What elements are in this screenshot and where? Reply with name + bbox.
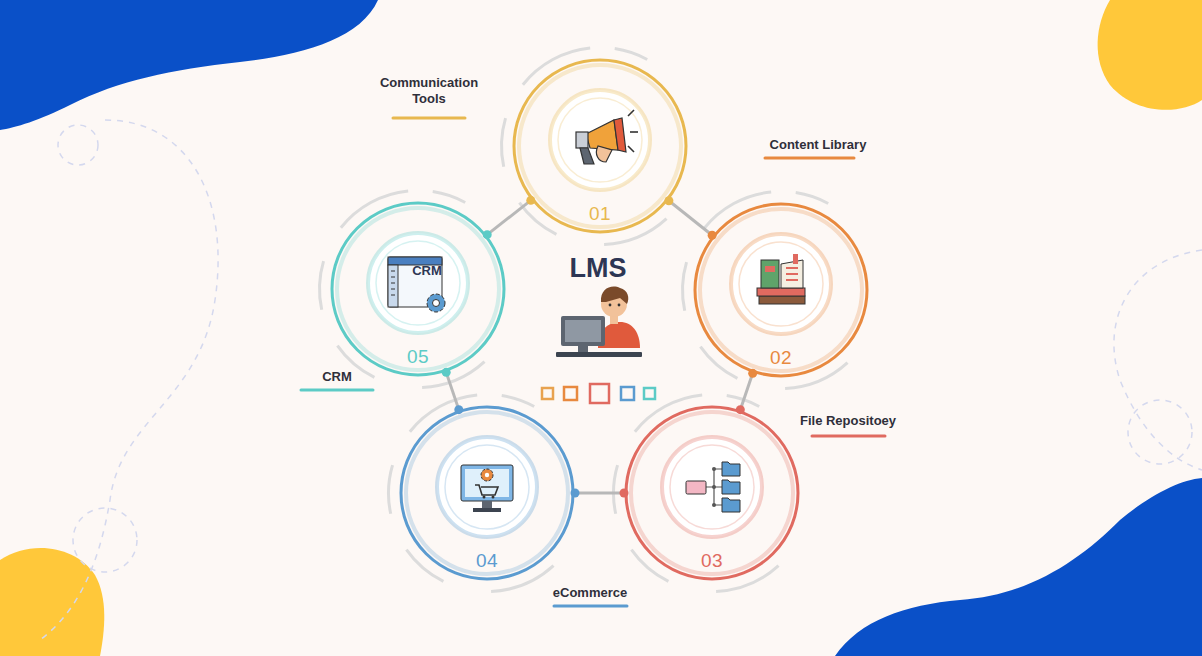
corner-blob <box>835 478 1202 656</box>
feature-heading: File Repositoey <box>800 413 896 429</box>
feature-circle: eCommerce04 <box>399 405 575 581</box>
callout-number: 02 <box>770 347 792 369</box>
outer-arc <box>614 47 647 61</box>
corner-blob <box>0 0 378 130</box>
outer-arc <box>318 261 325 310</box>
callout-number: 03 <box>701 550 723 572</box>
connector-line <box>669 201 712 235</box>
connector-line <box>487 200 531 234</box>
corner-blob <box>0 548 104 656</box>
outer-arc <box>501 394 534 408</box>
feature-circle: Content Library02 <box>693 202 869 378</box>
center-title: LMS <box>570 253 627 284</box>
node-icon <box>550 90 650 190</box>
feature-circle: File Repositoey03 <box>624 405 800 581</box>
square-row <box>542 384 655 403</box>
person-illustration <box>556 287 642 357</box>
feature-circle: CRM 05 <box>330 201 506 377</box>
outer-arc <box>681 262 688 311</box>
outer-arc <box>432 190 465 204</box>
feature-heading: eCommerce <box>553 585 627 601</box>
outer-arc <box>612 465 619 514</box>
callout-number: 04 <box>476 550 498 572</box>
feature-circle: Communication Tools01 <box>512 58 688 234</box>
callout-number: 05 <box>407 346 429 368</box>
outer-arc <box>387 465 394 514</box>
node-icon <box>368 233 468 333</box>
heading-underline <box>301 118 885 606</box>
node-icon <box>437 437 537 537</box>
connector-line <box>575 492 624 495</box>
icons <box>368 90 831 537</box>
connector-line <box>446 372 459 409</box>
corner-blob <box>1098 0 1202 110</box>
outer-arc <box>500 118 507 167</box>
node-icon <box>662 437 762 537</box>
feature-heading: CRM <box>322 369 352 385</box>
connector-line <box>740 373 752 409</box>
feature-heading: Content Library <box>770 137 867 153</box>
icon-text: CRM <box>412 263 442 278</box>
outer-arc <box>795 191 828 205</box>
outer-arcs <box>318 47 849 593</box>
callout-number: 01 <box>589 203 611 225</box>
dashed-decor <box>40 120 1202 640</box>
node-icon <box>731 234 831 334</box>
feature-heading: Communication Tools <box>373 75 485 107</box>
